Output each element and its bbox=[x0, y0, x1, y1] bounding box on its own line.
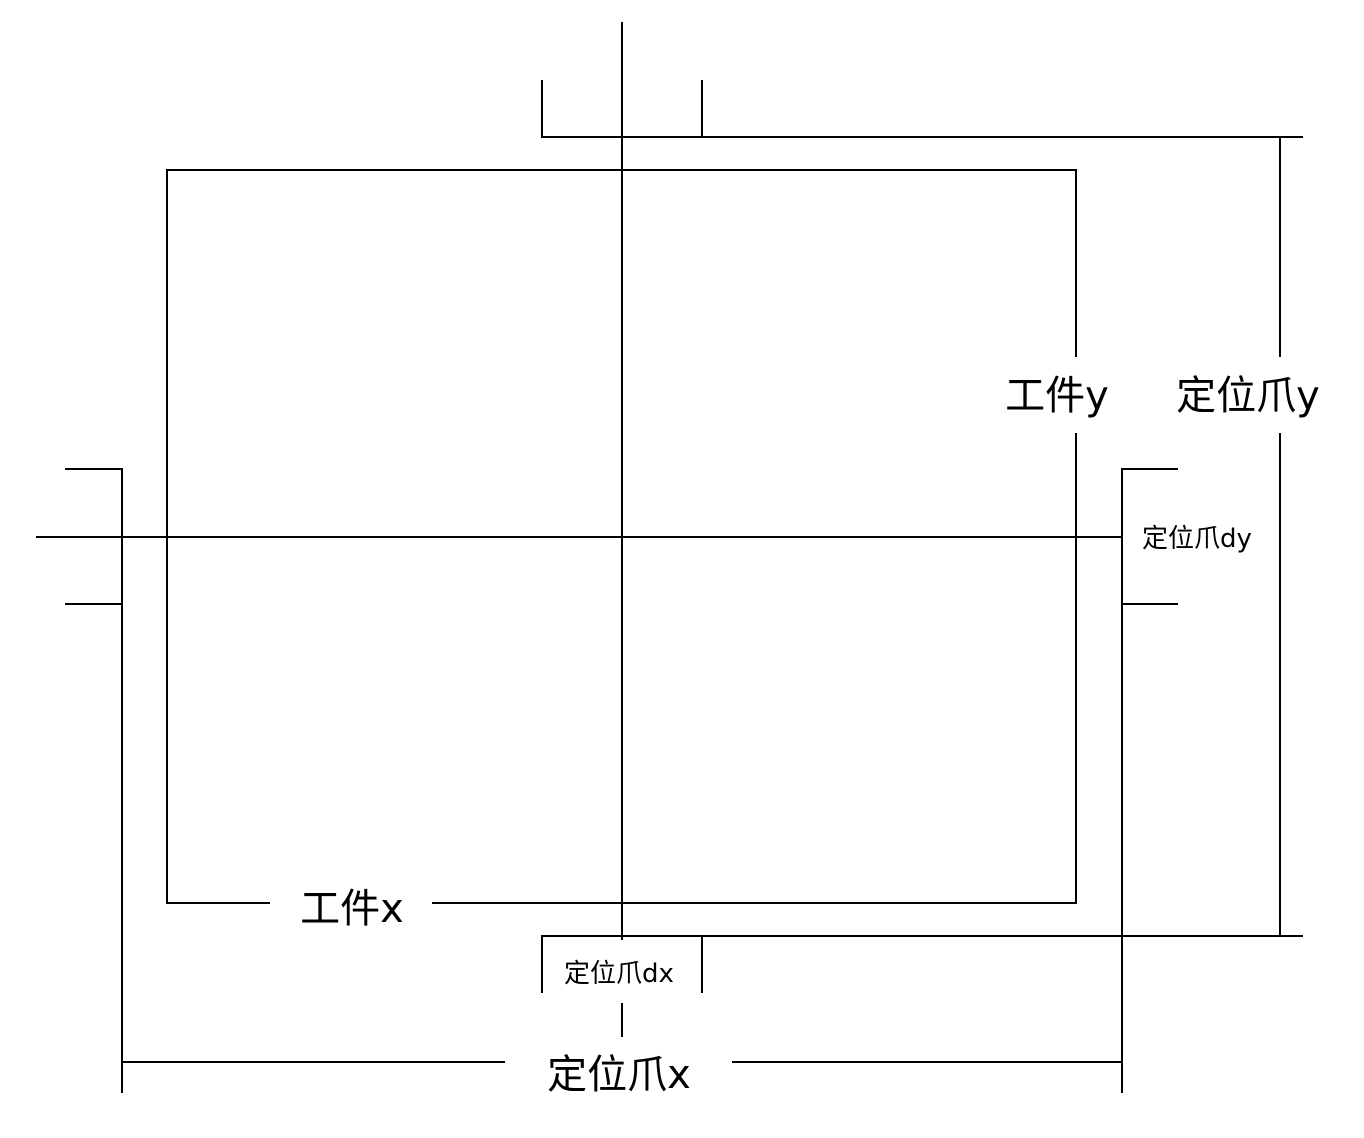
left-clamp bbox=[65, 468, 123, 1093]
right-clamp bbox=[1121, 468, 1178, 1093]
jaw-x-label: 定位爪x bbox=[547, 1052, 691, 1098]
workpiece-y-label: 工件y bbox=[1005, 373, 1109, 419]
workpiece-outline bbox=[166, 169, 1077, 904]
bottom-clamp bbox=[541, 935, 1303, 993]
workpiece-x-label: 工件x bbox=[300, 886, 404, 932]
jaw-y-label: 定位爪y bbox=[1176, 373, 1320, 419]
top-clamp bbox=[541, 80, 1303, 138]
jaw-dy-label: 定位爪dy bbox=[1142, 524, 1252, 554]
jaw-dx-label: 定位爪dx bbox=[564, 959, 674, 989]
